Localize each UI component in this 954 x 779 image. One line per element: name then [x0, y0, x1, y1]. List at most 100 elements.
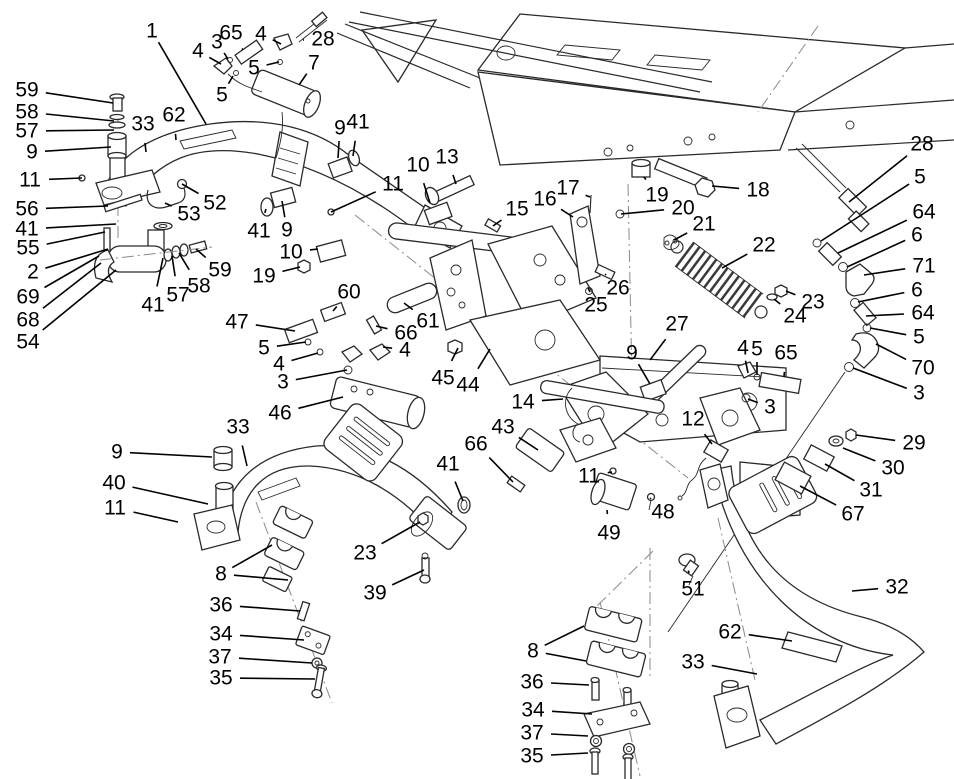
leader-line-9 — [337, 140, 340, 159]
leader-line-48 — [649, 497, 652, 500]
callout-52: 52 — [203, 192, 226, 215]
callout-8: 8 — [527, 640, 539, 663]
leader-line-41 — [264, 208, 267, 214]
callout-36: 36 — [520, 671, 543, 694]
leader-line-62 — [748, 633, 793, 642]
callout-6: 6 — [911, 279, 923, 302]
callout-13: 13 — [435, 146, 458, 169]
callout-4: 4 — [399, 339, 411, 362]
callout-29: 29 — [902, 432, 925, 455]
leader-line-19 — [282, 266, 301, 273]
callout-39: 39 — [363, 582, 386, 605]
callout-11: 11 — [382, 173, 404, 196]
callout-34: 34 — [521, 699, 545, 722]
leader-line-10 — [309, 248, 319, 251]
callout-23: 23 — [801, 291, 824, 314]
leader-line-25 — [587, 287, 591, 293]
leader-line-33 — [711, 664, 758, 675]
callout-58: 58 — [15, 101, 38, 124]
callout-23: 23 — [353, 542, 376, 565]
leader-line-41 — [454, 481, 464, 502]
callout-46: 46 — [268, 402, 291, 425]
callout-4: 4 — [273, 353, 285, 376]
callout-33: 33 — [681, 651, 704, 674]
callout-66: 66 — [394, 322, 417, 345]
callout-31: 31 — [859, 479, 882, 502]
callout-22: 22 — [752, 234, 775, 257]
central-weldment — [354, 157, 716, 479]
leader-line-9 — [637, 363, 651, 385]
callout-47: 47 — [225, 311, 248, 334]
leader-line-5 — [869, 327, 907, 336]
callout-18: 18 — [746, 179, 769, 202]
leader-line-58 — [178, 252, 190, 271]
callout-41: 41 — [346, 111, 369, 134]
callout-19: 19 — [252, 265, 275, 288]
leader-line-57 — [45, 129, 115, 132]
leader-line-29 — [855, 434, 896, 442]
leader-line-67 — [799, 485, 837, 506]
leader-line-8 — [545, 652, 587, 662]
callout-65: 65 — [219, 22, 242, 45]
leader-line-5 — [266, 61, 280, 66]
callout-9: 9 — [281, 219, 293, 242]
leader-line-55 — [46, 231, 106, 245]
callout-19: 19 — [645, 184, 668, 207]
leader-line-33 — [241, 445, 248, 467]
leader-line-46 — [298, 396, 344, 410]
leader-line-1 — [157, 41, 207, 125]
leader-line-26 — [604, 273, 607, 276]
leader-line-12 — [703, 433, 713, 445]
callout-33: 33 — [131, 113, 154, 136]
leader-line-47 — [255, 324, 296, 332]
leader-line-68 — [42, 262, 102, 309]
leader-line-64 — [865, 313, 905, 317]
leader-line-35 — [550, 752, 589, 756]
callout-48: 48 — [651, 501, 674, 524]
callout-8: 8 — [215, 563, 227, 586]
leader-line-6 — [846, 239, 906, 268]
leader-line-53 — [164, 202, 173, 207]
callout-71: 71 — [912, 255, 935, 278]
callout-62: 62 — [718, 621, 741, 644]
leader-line-64 — [837, 219, 908, 254]
leader-line-5 — [276, 341, 307, 347]
leader-line-9 — [44, 146, 112, 152]
callout-20: 20 — [671, 197, 694, 220]
callout-57: 57 — [166, 284, 189, 307]
callout-10: 10 — [279, 241, 302, 264]
callout-59: 59 — [208, 259, 231, 282]
callout-1: 1 — [146, 20, 158, 43]
callout-28: 28 — [910, 133, 933, 156]
leader-line-3 — [747, 398, 759, 404]
right-fitting-chain — [667, 143, 880, 633]
callout-9: 9 — [334, 117, 346, 140]
callout-9: 9 — [626, 342, 638, 365]
hydraulic-cylinder-46-and-fittings — [283, 282, 463, 430]
leader-line-65 — [241, 48, 244, 51]
callout-30: 30 — [881, 457, 904, 480]
callout-3: 3 — [211, 31, 223, 54]
callout-41: 41 — [247, 220, 270, 243]
leader-line-18 — [711, 185, 740, 190]
leader-line-8 — [544, 625, 585, 647]
callout-69: 69 — [16, 286, 39, 309]
leader-line-2 — [45, 248, 109, 269]
bottom-center-clamp-stack — [583, 517, 756, 779]
leader-line-44 — [477, 348, 491, 370]
callout-66: 66 — [464, 433, 487, 456]
leader-line-17 — [585, 194, 591, 198]
callout-4: 4 — [192, 40, 204, 63]
callout-61: 61 — [416, 310, 439, 333]
leader-line-66 — [488, 457, 514, 483]
callout-5: 5 — [216, 84, 228, 107]
callout-21: 21 — [692, 213, 715, 236]
leader-line-24 — [773, 298, 781, 305]
callout-45: 45 — [431, 367, 454, 390]
leader-line-15 — [492, 219, 502, 227]
callout-68: 68 — [16, 309, 39, 332]
leader-line-27 — [649, 338, 667, 361]
callout-64: 64 — [911, 302, 935, 325]
leader-line-4 — [744, 360, 749, 374]
